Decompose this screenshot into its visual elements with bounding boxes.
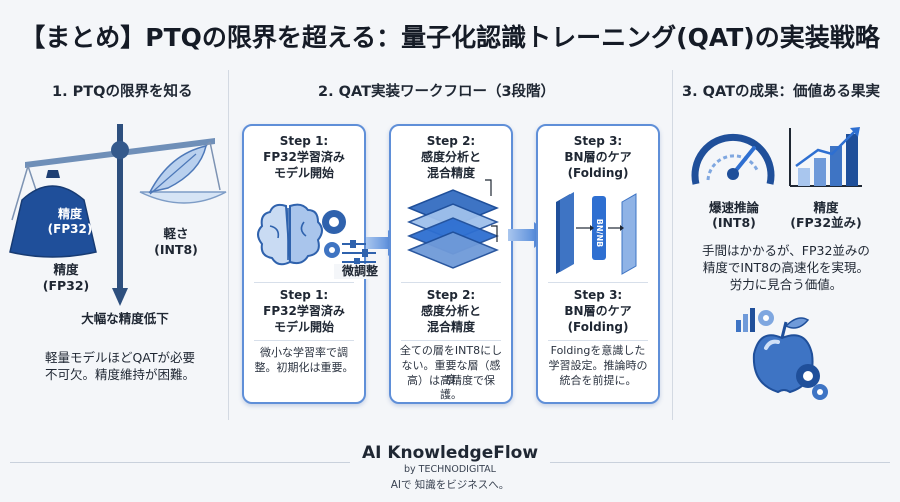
step2-card: Step 2: 感度分析と 混合精度 Step 2: 感度分析と 混合精度 全て… — [389, 124, 513, 404]
speedometer-icon — [691, 133, 775, 185]
left-label-2: (FP32) — [42, 278, 90, 293]
step2-desc-2: ない。重要な層（感度 — [401, 359, 501, 387]
step3-desc-3: 統合を前提に。 — [559, 374, 637, 387]
step1-title-2: FP32学習済み — [263, 150, 345, 164]
section2-heading: 2. QAT実装ワークフロー（3段階） — [318, 84, 556, 100]
step2-desc-1: 全ての層をINT8にし — [399, 344, 503, 357]
weight-label-1: 精度 — [57, 207, 82, 221]
footer-line-left — [10, 462, 350, 463]
footer-by: by TECHNODIGITAL — [404, 464, 496, 475]
step1-divider-2 — [254, 340, 354, 341]
accuracy-label-1: 精度 — [813, 200, 839, 215]
step3-title-3: (Folding) — [567, 166, 629, 180]
step3-title-2: BN層のケア — [564, 150, 632, 164]
balance-scale-icon — [9, 124, 227, 306]
step2-title-1: Step 2: — [426, 134, 476, 148]
light-label-1: 軽さ — [163, 226, 189, 241]
step2-title-2: 感度分析と — [420, 150, 481, 164]
speed-label-1: 爆速推論 — [708, 200, 759, 215]
step2-title-3: 混合精度 — [426, 166, 475, 180]
slider-icon — [342, 240, 376, 266]
step1-divider — [254, 282, 354, 283]
step3-title-1: Step 3: — [573, 134, 623, 148]
step1-card: Step 1: FP32学習済み モデル開始 Step 1: FP32学習済み … — [242, 124, 366, 404]
step3-card: Step 3: BN層のケア (Folding) BN/NB Step 3: B… — [536, 124, 660, 404]
divider-right — [672, 70, 673, 420]
drop-label: 大幅な精度低下 — [81, 311, 169, 326]
footer-tagline: AIで 知識をビジネスへ。 — [390, 479, 510, 491]
footer-line-right — [550, 462, 890, 463]
section3-note-1: 手間はかかるが、FP32並みの — [702, 243, 870, 258]
step1-title-repeat-1: Step 1: — [279, 288, 329, 302]
step1-desc-2: 整。初期化は重要。 — [254, 361, 354, 374]
step2-title-repeat-1: Step 2: — [426, 288, 476, 302]
section3-note-2: 精度でINT8の高速化を実現。 — [702, 260, 870, 275]
section3-heading: 3. QATの成果：価値ある果実 — [682, 84, 880, 100]
divider-left — [228, 70, 229, 420]
layers-icon — [407, 179, 499, 269]
step2-title-repeat-2: 感度分析と — [420, 304, 481, 318]
step2-title-repeat-3: 混合精度 — [426, 320, 475, 334]
accuracy-label-2: (FP32並み) — [790, 215, 862, 230]
brain-gear-icon — [257, 203, 346, 266]
step3-desc-2: 学習設定。推論時の — [548, 359, 648, 372]
apple-fruit-icon — [736, 308, 828, 400]
section1-note-2: 不可欠。精度維持が困難。 — [44, 367, 195, 382]
weight-label-2: (FP32) — [47, 222, 93, 236]
step1-desc-1: 微小な学習率で調 — [260, 346, 348, 359]
step1-title-1: Step 1: — [279, 134, 329, 148]
step2-desc-3: 高）は高精度で保護。 — [407, 374, 495, 402]
step3-divider — [548, 282, 648, 283]
speed-label-2: (INT8) — [712, 215, 756, 230]
page-title: 【まとめ】PTQの限界を超える：量子化認識トレーニング(QAT)の実装戦略 — [20, 23, 880, 52]
step3-title-repeat-1: Step 3: — [573, 288, 623, 302]
step3-title-repeat-3: (Folding) — [567, 320, 629, 334]
step1-title-repeat-2: FP32学習済み — [263, 304, 345, 318]
step2-divider — [401, 282, 501, 283]
light-label-2: (INT8) — [154, 242, 198, 257]
step1-title-3: モデル開始 — [273, 166, 334, 180]
step3-desc-1: Foldingを意識した — [550, 344, 646, 357]
bn-folding-icon — [556, 192, 637, 275]
bn-layer-text: BN/NB — [595, 218, 604, 248]
step1-title-repeat-3: モデル開始 — [273, 320, 334, 334]
footer-brand: AI KnowledgeFlow — [361, 443, 539, 463]
step3-title-repeat-2: BN層のケア — [564, 304, 632, 318]
fine-tune-label: 微調整 — [334, 264, 386, 279]
section1-heading: 1. PTQの限界を知る — [52, 84, 193, 100]
step2-divider-2 — [401, 340, 501, 341]
section3-note-3: 労力に見合う価値。 — [729, 277, 843, 292]
left-label-1: 精度 — [53, 262, 79, 277]
section1-note-1: 軽量モデルほどQATが必要 — [44, 350, 196, 365]
step3-divider-2 — [548, 340, 648, 341]
bar-growth-icon — [789, 127, 862, 187]
